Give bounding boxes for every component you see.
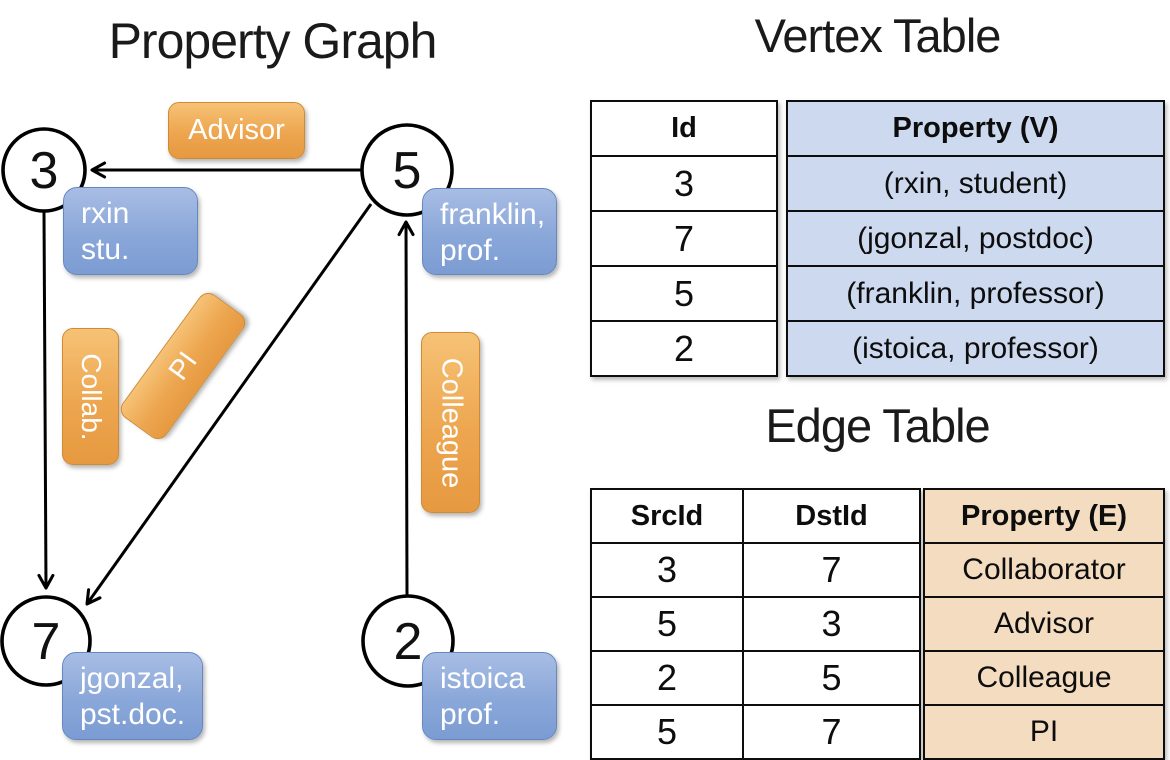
table-row: Colleague	[923, 650, 1165, 706]
edge-src-cell: 5	[590, 596, 744, 652]
vertex-label-jgonzal: jgonzal, pst.doc.	[62, 652, 203, 740]
vertex-table-id-column: Id 3 7 5 2	[590, 100, 778, 377]
vertex-label-jgonzal-line1: jgonzal,	[80, 662, 184, 695]
table-row: 5	[590, 265, 778, 322]
edge-colleague-2-to-5	[397, 220, 415, 597]
vertex-label-franklin: franklin, prof.	[422, 188, 557, 275]
vertex-label-rxin-line1: rxin	[81, 197, 130, 230]
edge-pi-5-to-7	[85, 203, 373, 606]
vertex-id-cell: 7	[590, 210, 778, 267]
vertex-property-cell: (jgonzal, postdoc)	[786, 210, 1165, 267]
edge-label-collab: Collab.	[62, 328, 119, 465]
vertex-label-jgonzal-line2: pst.doc.	[80, 698, 186, 731]
table-row: PI	[923, 704, 1165, 760]
vertex-table-property-header: Property (V)	[786, 100, 1165, 157]
vertex-label-franklin-line1: franklin,	[440, 198, 546, 231]
edge-dst-cell: 7	[742, 542, 921, 598]
edge-label-advisor: Advisor	[168, 102, 305, 159]
table-row: (jgonzal, postdoc)	[786, 210, 1165, 267]
table-row: 3	[590, 155, 778, 212]
edge-property-cell: Advisor	[923, 596, 1165, 652]
table-row: 5 3	[590, 596, 921, 652]
vertex-label-rxin-line2: stu.	[81, 233, 130, 266]
vertex-id-cell: 3	[590, 155, 778, 212]
vertex-label-rxin: rxin stu.	[63, 187, 198, 275]
edge-dst-cell: 7	[742, 704, 921, 760]
vertex-table-property-column: Property (V) (rxin, student) (jgonzal, p…	[786, 100, 1165, 377]
table-row: (rxin, student)	[786, 155, 1165, 212]
edge-property-cell: Collaborator	[923, 542, 1165, 598]
vertex-id-cell: 5	[590, 265, 778, 322]
edge-property-cell: PI	[923, 704, 1165, 760]
edge-src-cell: 2	[590, 650, 744, 706]
table-row: (istoica, professor)	[786, 320, 1165, 377]
table-row: (franklin, professor)	[786, 265, 1165, 322]
vertex-label-istoica-line1: istoica	[440, 662, 526, 695]
edge-src-cell: 3	[590, 542, 744, 598]
table-row: 7	[590, 210, 778, 267]
edge-label-advisor-text: Advisor	[188, 114, 285, 146]
edge-table-id-columns: SrcId DstId 3 7 5 3 2 5 5 7	[590, 488, 921, 760]
table-row: Advisor	[923, 596, 1165, 652]
vertex-label-istoica: istoica prof.	[422, 652, 557, 740]
vertex-property-cell: (istoica, professor)	[786, 320, 1165, 377]
vertex-label-franklin-line2: prof.	[440, 234, 501, 267]
edge-collab-3-to-7	[37, 211, 55, 590]
vertex-property-cell: (rxin, student)	[786, 155, 1165, 212]
vertex-table-id-header: Id	[590, 100, 778, 157]
edge-src-cell: 5	[590, 704, 744, 760]
vertex-id-2: 2	[394, 613, 423, 671]
edge-table-property-header: Property (E)	[923, 488, 1165, 544]
edge-dst-cell: 5	[742, 650, 921, 706]
vertex-node-3	[1, 127, 87, 213]
table-row: 2 5	[590, 650, 921, 706]
property-graph-title: Property Graph	[108, 13, 438, 69]
vertex-id-cell: 2	[590, 320, 778, 377]
edge-label-colleague-text: Colleague	[435, 357, 467, 488]
table-row: 2	[590, 320, 778, 377]
vertex-id-5: 5	[393, 142, 422, 200]
table-row: Collaborator	[923, 542, 1165, 598]
vertex-id-3: 3	[30, 142, 59, 200]
edge-table-title: Edge Table	[765, 399, 990, 452]
edge-label-collab-text: Collab.	[75, 352, 107, 441]
table-row: 5 7	[590, 704, 921, 760]
edge-table-dstid-header: DstId	[742, 488, 921, 544]
vertex-id-7: 7	[32, 613, 61, 671]
edge-label-colleague: Colleague	[421, 332, 480, 513]
edge-table-property-column: Property (E) Collaborator Advisor Collea…	[923, 488, 1165, 760]
vertex-label-istoica-line2: prof.	[440, 698, 501, 731]
edge-table-srcid-header: SrcId	[590, 488, 744, 544]
vertex-table-title: Vertex Table	[754, 9, 1002, 62]
edge-dst-cell: 3	[742, 596, 921, 652]
edge-label-pi-text: PI	[162, 345, 203, 386]
edge-property-cell: Colleague	[923, 650, 1165, 706]
table-row: 3 7	[590, 542, 921, 598]
vertex-property-cell: (franklin, professor)	[786, 265, 1165, 322]
